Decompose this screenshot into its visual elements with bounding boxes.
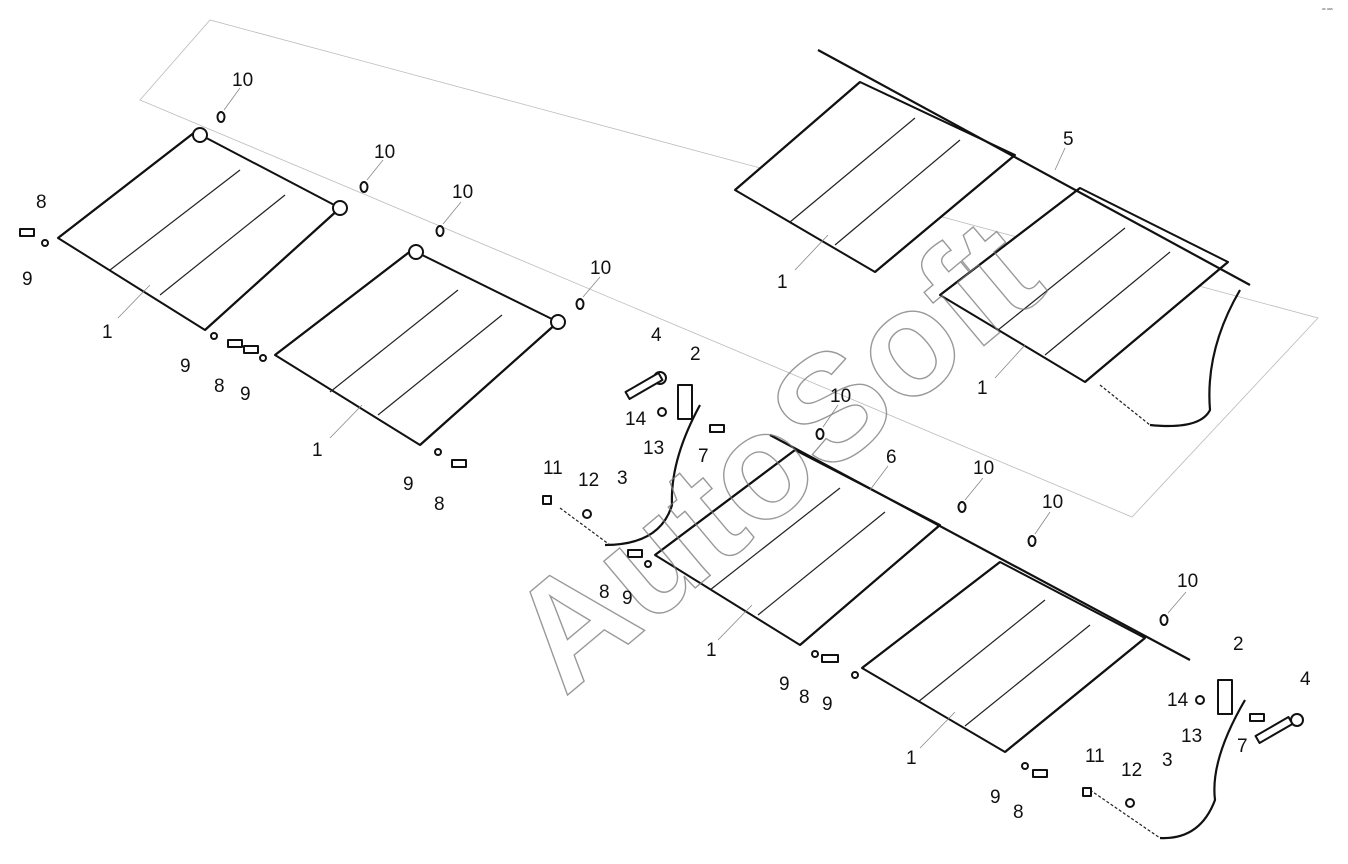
callout-1: 1	[977, 378, 988, 399]
callout-8: 8	[434, 494, 445, 515]
callout-1: 1	[102, 322, 113, 343]
callout-11: 11	[1085, 746, 1105, 767]
corner-mark: ᵃˢ ᵃᵃᵃ	[1322, 7, 1333, 13]
chain-lower	[1089, 789, 1161, 839]
callout-8: 8	[799, 687, 810, 708]
callout-9: 9	[180, 356, 191, 377]
callout-8: 8	[214, 376, 225, 397]
callout-10: 10	[452, 182, 473, 203]
callout-8: 8	[599, 582, 610, 603]
chain-middle	[559, 507, 611, 546]
callout-3: 3	[617, 468, 628, 489]
callout-4: 4	[1300, 669, 1311, 690]
callout-1: 1	[706, 640, 717, 661]
callout-10: 10	[830, 386, 851, 407]
hardware-small-parts	[19, 228, 1304, 808]
shaft-upper	[817, 49, 1251, 286]
link-rod-lower	[1159, 699, 1246, 840]
pan-lower-b	[861, 561, 1146, 753]
callout-9: 9	[779, 674, 790, 695]
callout-6: 6	[886, 447, 897, 468]
pan-upper-right-b	[939, 187, 1229, 383]
callout-3: 3	[1162, 750, 1173, 771]
assembly-frame-upper	[139, 19, 1319, 518]
callout-9: 9	[22, 269, 33, 290]
callout-2: 2	[1233, 634, 1244, 655]
callout-10: 10	[374, 142, 395, 163]
o-rings	[216, 111, 1169, 626]
callout-9: 9	[622, 588, 633, 609]
callout-9: 9	[990, 787, 1001, 808]
callout-13: 13	[643, 438, 664, 459]
callout-10: 10	[1177, 571, 1198, 592]
callout-9: 9	[403, 474, 414, 495]
callout-13: 13	[1181, 726, 1202, 747]
pan-upper-left-b	[274, 244, 566, 446]
pan-upper-right-a	[734, 81, 1016, 273]
callout-14: 14	[1167, 690, 1189, 711]
pan-upper-left-a	[57, 127, 348, 331]
callout-12: 12	[578, 470, 599, 491]
callout-9: 9	[822, 694, 833, 715]
callout-2: 2	[690, 344, 701, 365]
callout-labels: 10 10 10 10 8 9 1 9 8 9 1 9 8 4 2 14 13 …	[22, 70, 1311, 823]
callout-1: 1	[312, 440, 323, 461]
callout-11: 11	[543, 458, 563, 479]
callout-5: 5	[1063, 129, 1074, 150]
callout-1: 1	[906, 748, 917, 769]
chain-upper	[1099, 384, 1151, 426]
callout-12: 12	[1121, 760, 1142, 781]
callout-8: 8	[36, 192, 47, 213]
shaft-lower	[769, 434, 1191, 661]
callout-1: 1	[777, 272, 788, 293]
callout-10: 10	[973, 458, 994, 479]
callout-10: 10	[590, 258, 611, 279]
callout-4: 4	[651, 325, 662, 346]
leader-lines	[117, 87, 1187, 749]
callout-7: 7	[1237, 736, 1248, 757]
callout-9: 9	[240, 384, 251, 405]
callout-8: 8	[1013, 802, 1024, 823]
callout-10: 10	[232, 70, 253, 91]
link-rod-upper	[1149, 289, 1241, 428]
link-rod-middle	[604, 404, 701, 547]
callout-10: 10	[1042, 492, 1063, 513]
callout-14: 14	[625, 409, 647, 430]
callout-7: 7	[698, 446, 709, 467]
